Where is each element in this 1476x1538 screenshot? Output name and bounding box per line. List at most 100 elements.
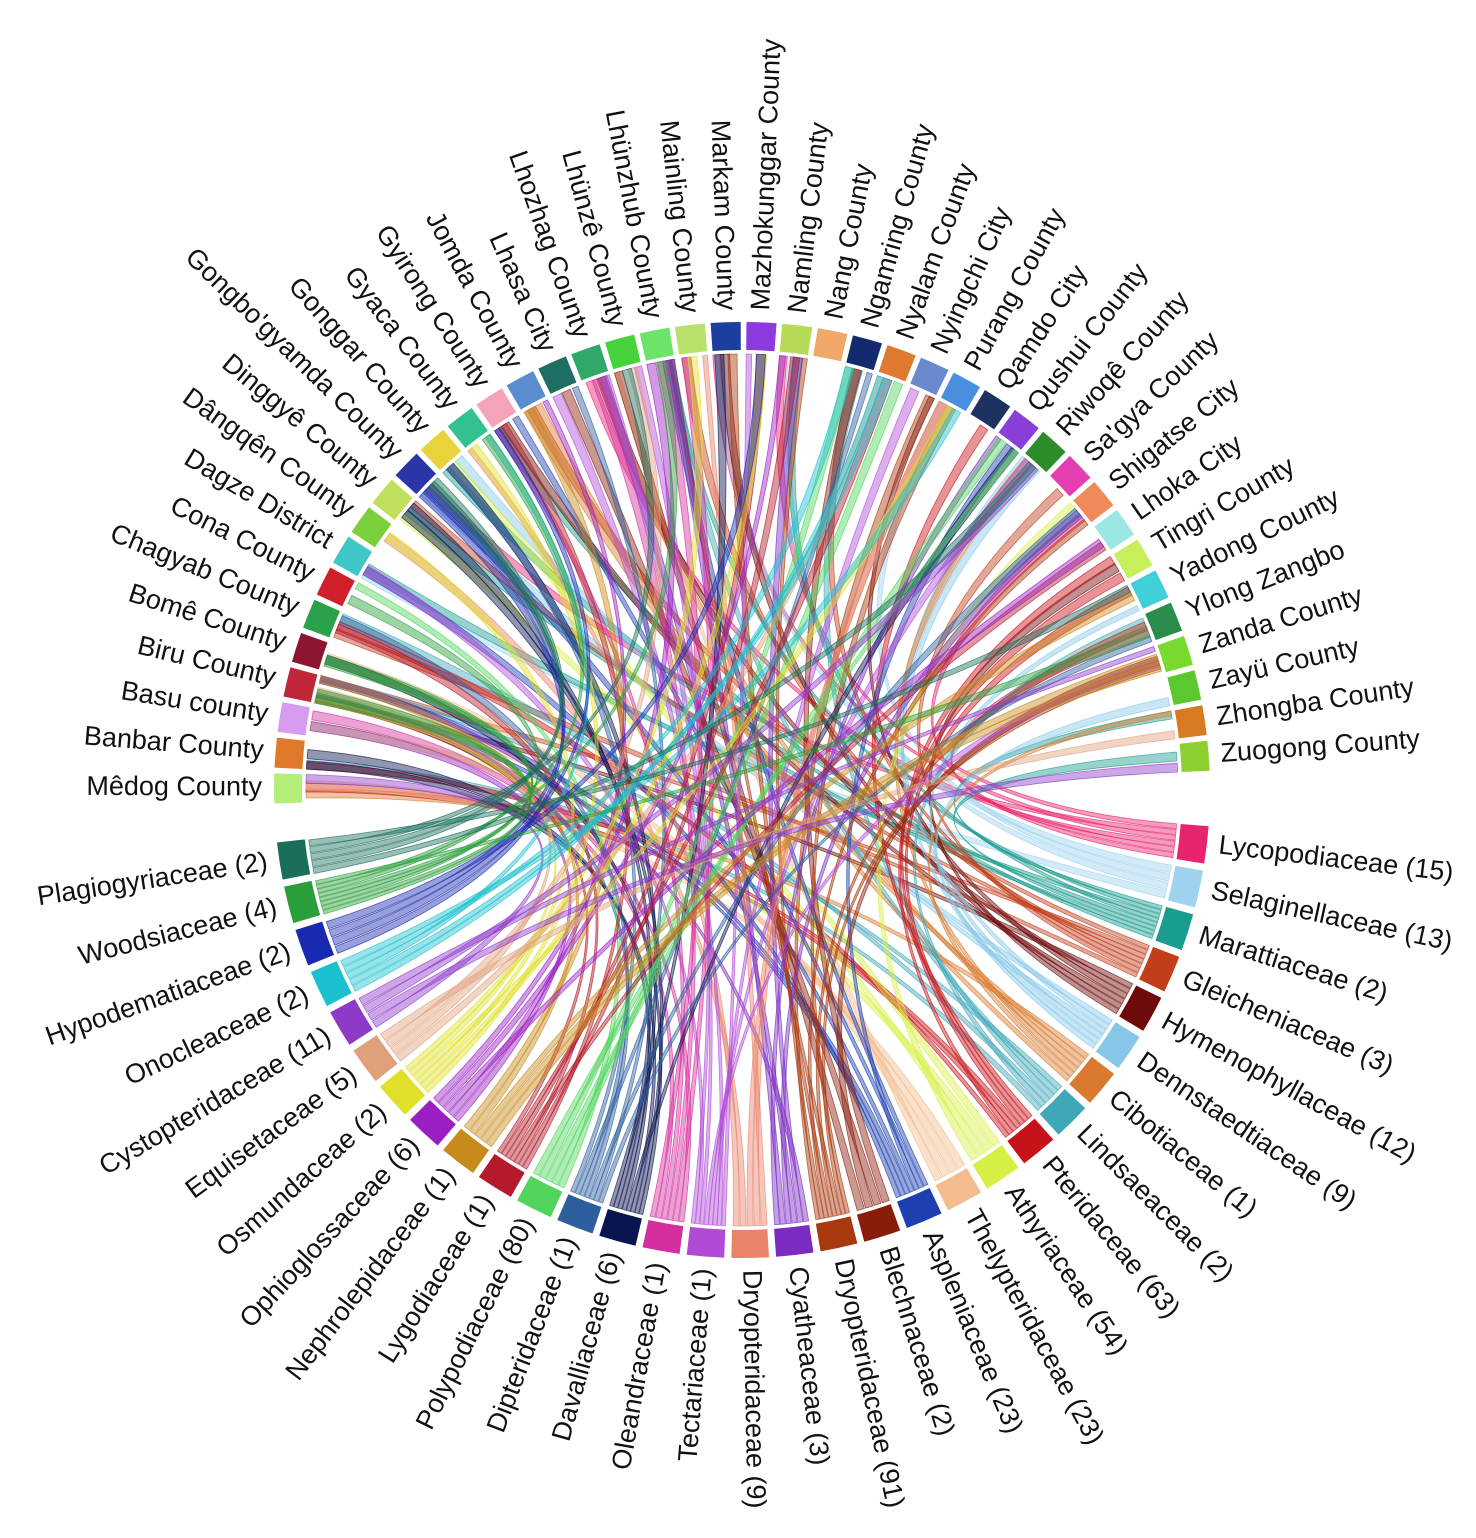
family-arc-lygodiaceae-1 bbox=[478, 1153, 525, 1197]
county-arc-yadong-county bbox=[1130, 570, 1169, 609]
county-arc-gyaca-county bbox=[447, 407, 488, 448]
family-arc-lindsaeaceae-2 bbox=[1039, 1089, 1086, 1135]
family-arc-cystopteridaceae-11 bbox=[330, 999, 373, 1045]
family-arc-dennstaedtiaceae-9 bbox=[1095, 1022, 1140, 1069]
county-arc-gonggar-county bbox=[420, 429, 462, 471]
ribbon-5-30 bbox=[900, 455, 1110, 1030]
county-arc-lhasa-city bbox=[538, 356, 577, 394]
county-arc-riwoqe-county bbox=[1025, 431, 1066, 473]
county-arc-nyingchi-city bbox=[910, 357, 949, 396]
county-arc-ngamring-county bbox=[846, 335, 882, 371]
ribbon-9-32 bbox=[876, 502, 1077, 1162]
county-arc-shigatse-city bbox=[1073, 481, 1114, 523]
ribbon-8-28 bbox=[871, 424, 1033, 1119]
family-label-lycopodiaceae-15: Lycopodiaceae (15) bbox=[1217, 830, 1455, 888]
family-arc-plagiogyriaceae-2 bbox=[276, 839, 311, 880]
county-arc-namling-county bbox=[779, 323, 813, 355]
county-arc-tingri-county bbox=[1113, 539, 1153, 579]
county-arc-qushui-county bbox=[998, 409, 1039, 450]
ribbon-28-13 bbox=[331, 426, 591, 946]
county-arc-zhongba-county bbox=[1174, 705, 1207, 739]
ribbon-19-24 bbox=[574, 371, 873, 1195]
family-arc-ophioglossaceae-6 bbox=[410, 1100, 456, 1146]
ribbon-18-9 bbox=[407, 502, 653, 1209]
ribbon-30-30 bbox=[312, 461, 1037, 874]
ribbon-23-14 bbox=[448, 399, 627, 1118]
family-arc-aspleniaceae-23 bbox=[897, 1187, 942, 1228]
ribbon-27-24 bbox=[343, 365, 855, 973]
ribbon-5-35 bbox=[929, 605, 1140, 1040]
county-arc-qamdo-city bbox=[970, 390, 1011, 430]
county-arc-cona-county bbox=[316, 567, 355, 607]
ribbon-1-7 bbox=[360, 572, 1167, 899]
county-arc-biru-county bbox=[283, 667, 318, 703]
ribbon-29-3 bbox=[314, 694, 532, 911]
county-arc-purang-county bbox=[940, 372, 981, 412]
ribbon-0-20 bbox=[712, 354, 1177, 841]
ribbon-19-11 bbox=[446, 462, 637, 1194]
segment-arcs bbox=[273, 322, 1210, 1258]
family-arc-tectariaceae-1 bbox=[686, 1226, 726, 1258]
ribbon-29-18 bbox=[315, 360, 678, 890]
family-arc-dipteridaceae-1 bbox=[557, 1194, 602, 1234]
family-arc-polypodiaceae-80 bbox=[517, 1175, 563, 1218]
family-arc-equisetaceae-5 bbox=[353, 1035, 398, 1082]
ribbon-13-36 bbox=[815, 621, 1149, 1217]
county-arc-mainling-county bbox=[674, 323, 708, 355]
county-label-mazhokunggar-county: Mazhokunggar County bbox=[745, 38, 786, 311]
family-arc-dryopteridaceae-91 bbox=[815, 1216, 858, 1252]
county-arc-zanda-county bbox=[1157, 636, 1193, 673]
ribbon-2-40 bbox=[953, 751, 1178, 931]
county-arc-lhunzhub-county bbox=[639, 327, 674, 361]
ribbon-7-36 bbox=[913, 617, 1147, 1108]
ribbon-27-27 bbox=[340, 407, 962, 967]
county-arc-zuogong-county bbox=[1179, 740, 1210, 772]
family-arc-pteridaceae-63 bbox=[1007, 1118, 1054, 1164]
ribbon-26-40 bbox=[367, 762, 1179, 1021]
family-arc-gleicheniaceae-3 bbox=[1139, 946, 1180, 992]
family-label-tectariaceae-1: Tectariaceae (1) bbox=[673, 1267, 718, 1462]
county-arc-markam-county bbox=[710, 322, 741, 351]
ribbon-14-29 bbox=[770, 435, 1002, 1226]
ribbon-30-17 bbox=[309, 367, 655, 854]
ribbon-3-31 bbox=[917, 487, 1141, 973]
family-label-dryopteridaceae-9: Dryopteridaceae (9) bbox=[737, 1270, 771, 1509]
chord-ribbons bbox=[305, 353, 1179, 1227]
ribbon-13-20 bbox=[727, 353, 833, 1218]
ribbon-24-8 bbox=[384, 531, 575, 1085]
ribbon-24-12 bbox=[424, 443, 599, 1094]
ribbon-11-29 bbox=[846, 443, 1015, 1191]
family-arc-oleandraceae-1 bbox=[642, 1219, 684, 1254]
ribbon-8-34 bbox=[898, 572, 1126, 1135]
county-arc-bome-county bbox=[291, 633, 328, 670]
family-arc-selaginellaceae-13 bbox=[1167, 865, 1203, 908]
ribbon-28-10 bbox=[328, 482, 566, 938]
county-label-medog-county: Mêdog County bbox=[86, 771, 262, 802]
county-arc-banbar-county bbox=[274, 737, 305, 769]
ribbon-13-32 bbox=[808, 518, 1089, 1219]
county-arc-nang-county bbox=[813, 328, 848, 362]
ribbon-23-18 bbox=[432, 362, 675, 1103]
county-arc-lhoka-city bbox=[1094, 509, 1135, 550]
ribbon-6-39 bbox=[927, 710, 1173, 1077]
county-arc-sa-gya-county bbox=[1050, 455, 1091, 497]
county-arc-gongbo-gyamda-county bbox=[395, 453, 437, 495]
ribbon-26-0 bbox=[305, 774, 544, 1028]
county-arc-chagyab-county bbox=[303, 599, 341, 638]
ribbon-22-37 bbox=[480, 653, 1160, 1144]
ribbon-15-27 bbox=[746, 400, 948, 1227]
family-arc-marattiaceae-2 bbox=[1155, 906, 1194, 951]
county-arc-ylong-zangbo bbox=[1145, 602, 1183, 641]
county-arc-lhozhag-county bbox=[571, 344, 609, 381]
family-arc-hypodematiaceae-2 bbox=[295, 921, 335, 966]
family-arc-dryopteridaceae-9 bbox=[731, 1229, 769, 1258]
family-arc-woodsiaceae-4 bbox=[284, 880, 321, 924]
county-label-banbar-county: Banbar County bbox=[83, 720, 265, 764]
family-arc-osmundaceae-2 bbox=[380, 1068, 426, 1115]
county-arc-gyirong-county bbox=[476, 388, 517, 428]
ribbon-29-4 bbox=[317, 654, 534, 898]
family-arc-blechnaceae-2 bbox=[856, 1204, 901, 1242]
ribbon-27-25 bbox=[348, 376, 893, 986]
county-arc-basu-county bbox=[277, 702, 310, 736]
county-label-markam-county: Markam County bbox=[705, 119, 742, 311]
